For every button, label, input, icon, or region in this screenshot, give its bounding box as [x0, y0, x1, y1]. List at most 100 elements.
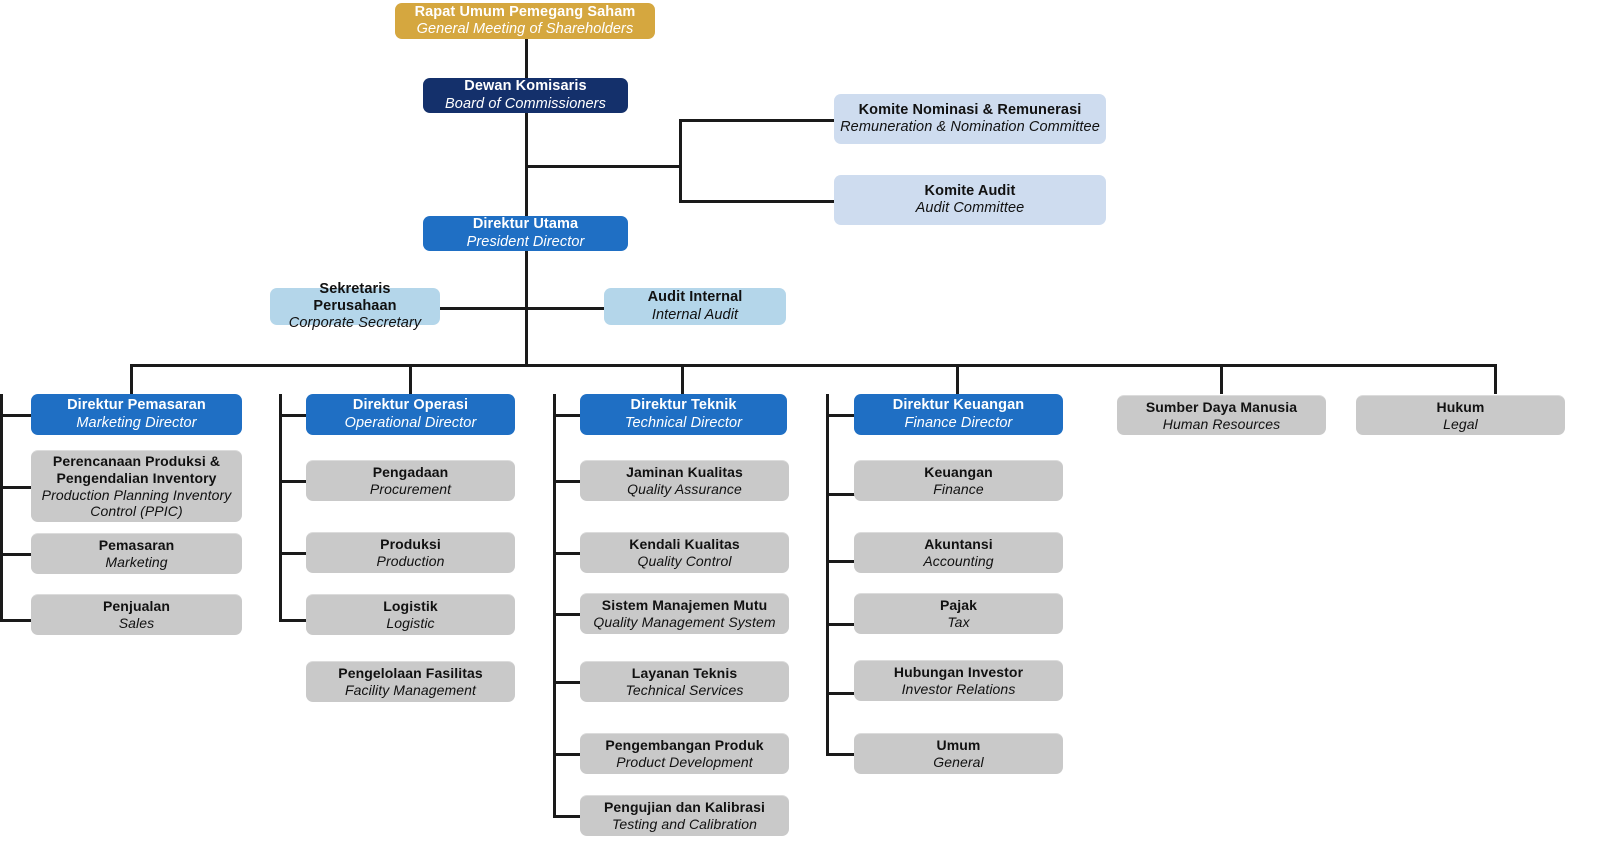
- node-title-primary: Kendali Kualitas: [629, 536, 740, 553]
- node-title-secondary: Operational Director: [344, 414, 477, 431]
- connector-drop-operational-director: [409, 364, 412, 394]
- connector-stub-kendali-kualitas: [553, 552, 585, 555]
- connector-spine-marketing: [0, 394, 3, 622]
- node-title-primary: Komite Audit: [924, 182, 1016, 199]
- node-akuntansi[interactable]: Akuntansi Accounting: [854, 532, 1063, 573]
- node-title-secondary: Production: [376, 553, 445, 569]
- node-title-primary: Direktur Teknik: [630, 397, 737, 414]
- node-komite-audit[interactable]: Komite Audit Audit Committee: [834, 175, 1106, 225]
- node-title-primary: Keuangan: [924, 464, 993, 481]
- node-pajak[interactable]: Pajak Tax: [854, 593, 1063, 634]
- connector-stub-produksi: [279, 552, 311, 555]
- connector-stub-internal-audit: [525, 307, 605, 310]
- connector-drop-finance-director: [956, 364, 959, 394]
- connector-drop-human-resources: [1220, 364, 1223, 394]
- connector-director-bus: [130, 364, 1497, 367]
- node-keuangan[interactable]: Keuangan Finance: [854, 460, 1063, 501]
- node-umum[interactable]: Umum General: [854, 733, 1063, 774]
- node-jaminan-kualitas[interactable]: Jaminan Kualitas Quality Assurance: [580, 460, 789, 501]
- node-title-secondary: Procurement: [369, 481, 452, 497]
- connector-stub-akuntansi: [826, 560, 858, 563]
- node-title-secondary: Internal Audit: [651, 306, 739, 323]
- node-title-secondary: Remuneration & Nomination Committee: [840, 119, 1100, 135]
- node-title-primary: Pengujian dan Kalibrasi: [603, 799, 765, 816]
- connector-stub-layanan-teknis: [553, 681, 585, 684]
- node-sumber-daya-manusia[interactable]: Sumber Daya Manusia Human Resources: [1117, 395, 1326, 435]
- node-title-secondary: Tax: [947, 614, 970, 630]
- connector-stub-pengujian-kalibrasi: [553, 815, 585, 818]
- node-title-primary: Logistik: [383, 598, 438, 615]
- node-audit-internal[interactable]: Audit Internal Internal Audit: [604, 288, 786, 325]
- node-title-secondary: Audit Committee: [915, 200, 1025, 216]
- connector-spine-technical: [553, 394, 556, 818]
- node-pengujian-dan-kalibrasi[interactable]: Pengujian dan Kalibrasi Testing and Cali…: [580, 795, 789, 836]
- node-title-primary: Pengembangan Produk: [605, 737, 764, 754]
- node-direktur-utama[interactable]: Direktur Utama President Director: [423, 216, 628, 251]
- node-direktur-operasi[interactable]: Direktur Operasi Operational Director: [306, 394, 515, 435]
- node-dewan-komisaris[interactable]: Dewan Komisaris Board of Commissioners: [423, 78, 628, 113]
- connector-drop-legal: [1494, 364, 1497, 394]
- connector-spine-finance: [826, 394, 829, 756]
- node-title-secondary: Quality Assurance: [627, 481, 742, 497]
- node-direktur-teknik[interactable]: Direktur Teknik Technical Director: [580, 394, 787, 435]
- connector-drop-marketing-director: [130, 364, 133, 394]
- node-penjualan[interactable]: Penjualan Sales: [31, 594, 242, 635]
- connector-stub-corporate-secretary: [440, 307, 526, 310]
- node-title-primary: Akuntansi: [924, 536, 993, 553]
- node-pengadaan[interactable]: Pengadaan Procurement: [306, 460, 515, 501]
- node-produksi[interactable]: Produksi Production: [306, 532, 515, 573]
- node-title-primary: Perencanaan Produksi & Pengendalian Inve…: [52, 453, 221, 486]
- connector-gms-to-boc: [525, 37, 528, 79]
- node-title-secondary: Technical Director: [624, 414, 743, 431]
- node-title-primary: Sumber Daya Manusia: [1145, 398, 1298, 415]
- node-title-secondary: Finance Director: [904, 414, 1013, 431]
- node-title-secondary: Corporate Secretary: [288, 315, 422, 332]
- connector-stub-audit-committee: [679, 200, 835, 203]
- connector-drop-technical-director: [681, 364, 684, 394]
- connector-stub-sistem-manajemen-mutu: [553, 613, 585, 616]
- node-title-primary: Audit Internal: [647, 289, 743, 306]
- node-title-primary: Sekretaris Perusahaan: [313, 280, 397, 314]
- node-title-primary: Pemasaran: [98, 537, 175, 554]
- node-title-primary: Dewan Komisaris: [464, 78, 587, 95]
- node-sekretaris-perusahaan[interactable]: Sekretaris Perusahaan Corporate Secretar…: [270, 281, 440, 331]
- node-direktur-pemasaran[interactable]: Direktur Pemasaran Marketing Director: [31, 394, 242, 435]
- node-title-secondary: Finance: [933, 481, 984, 497]
- connector-stub-pajak: [826, 623, 858, 626]
- node-title-secondary: Logistic: [386, 615, 435, 631]
- node-rapat-umum-pemegang-saham[interactable]: Rapat Umum Pemegang Saham General Meetin…: [395, 3, 655, 39]
- node-pengelolaan-fasilitas[interactable]: Pengelolaan Fasilitas Facility Managemen…: [306, 661, 515, 702]
- connector-stub-keuangan: [826, 493, 858, 496]
- node-layanan-teknis[interactable]: Layanan Teknis Technical Services: [580, 661, 789, 702]
- node-title-secondary: Human Resources: [1162, 415, 1281, 432]
- node-direktur-keuangan[interactable]: Direktur Keuangan Finance Director: [854, 394, 1063, 435]
- connector-stub-finance-director: [826, 414, 858, 417]
- connector-stub-technical-director: [553, 414, 585, 417]
- node-title-secondary: Legal: [1443, 415, 1478, 432]
- connector-boc-to-committee-spine: [525, 165, 682, 168]
- node-sistem-manajemen-mutu[interactable]: Sistem Manajemen Mutu Quality Management…: [580, 593, 789, 634]
- connector-stub-operational-director: [279, 414, 311, 417]
- connector-stub-remuneration-committee: [679, 119, 835, 122]
- node-title-primary: Hukum: [1436, 398, 1485, 415]
- node-title-secondary: General: [933, 754, 984, 770]
- node-title-primary: Direktur Utama: [472, 216, 579, 233]
- node-title-secondary: Quality Management System: [593, 614, 776, 630]
- connector-stub-hubungan-investor: [826, 692, 858, 695]
- node-hukum[interactable]: Hukum Legal: [1356, 395, 1565, 435]
- node-title-secondary: Marketing: [105, 554, 168, 570]
- node-komite-nominasi-remunerasi[interactable]: Komite Nominasi & Remunerasi Remuneratio…: [834, 94, 1106, 144]
- node-title-secondary: Facility Management: [344, 682, 477, 698]
- node-ppic[interactable]: Perencanaan Produksi & Pengendalian Inve…: [31, 450, 242, 522]
- node-hubungan-investor[interactable]: Hubungan Investor Investor Relations: [854, 660, 1063, 701]
- connector-stub-marketing-director: [0, 414, 33, 417]
- node-title-primary: Komite Nominasi & Remunerasi: [858, 101, 1082, 118]
- node-kendali-kualitas[interactable]: Kendali Kualitas Quality Control: [580, 532, 789, 573]
- connector-stub-pemasaran: [0, 553, 33, 556]
- node-title-primary: Penjualan: [102, 598, 171, 615]
- node-pengembangan-produk[interactable]: Pengembangan Produk Product Development: [580, 733, 789, 774]
- node-logistik[interactable]: Logistik Logistic: [306, 594, 515, 635]
- node-title-primary: Produksi: [380, 536, 441, 553]
- node-pemasaran[interactable]: Pemasaran Marketing: [31, 533, 242, 574]
